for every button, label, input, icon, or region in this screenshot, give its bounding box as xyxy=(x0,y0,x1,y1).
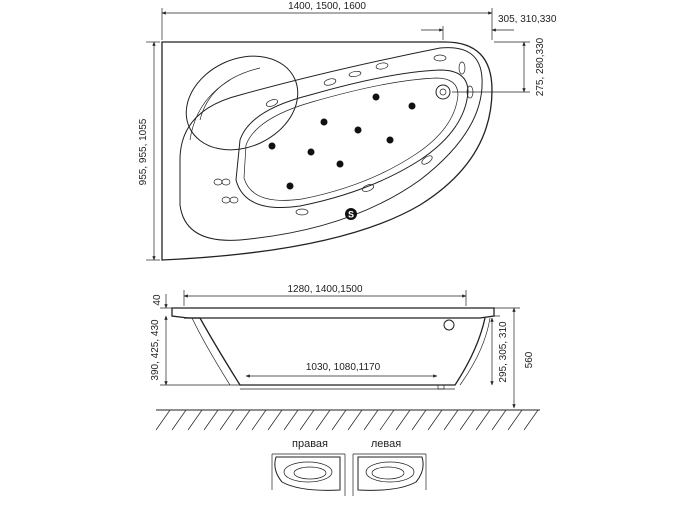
bottom-jets xyxy=(268,93,416,190)
left-label: левая xyxy=(371,438,401,450)
bowl-inner-shadow xyxy=(243,77,459,201)
bowl-outer xyxy=(179,47,483,241)
drain-symbol-circle xyxy=(345,208,357,220)
orientation-icons: правая левая xyxy=(271,438,427,496)
right-version-icon xyxy=(271,453,346,496)
drain-offset-x: 305, 310,330 xyxy=(498,14,557,25)
rim-dim: 40 xyxy=(152,294,163,306)
tub-body xyxy=(184,317,486,386)
headrest xyxy=(185,55,299,151)
right-height-dims: 295, 305, 310 xyxy=(498,321,509,383)
width-dims: 1400, 1500, 1600 xyxy=(288,1,366,12)
total-height-dim: 560 xyxy=(524,351,535,368)
tub-body-shade xyxy=(191,317,231,386)
side-overflow xyxy=(443,319,455,331)
floor-hatching xyxy=(155,409,539,431)
bowl-inner xyxy=(235,69,469,209)
left-version-icon xyxy=(352,453,427,496)
top-length-dims: 1280, 1400,1500 xyxy=(287,284,363,295)
tub-outline xyxy=(161,41,493,261)
tub-rim xyxy=(171,307,495,319)
left-height-dims: 390, 425, 430 xyxy=(150,319,161,381)
right-label: правая xyxy=(292,438,328,450)
overflow-ring xyxy=(435,84,451,100)
rim-jets xyxy=(213,54,474,216)
drain-symbol: S xyxy=(348,210,354,220)
depth-dims: 955, 955, 1055 xyxy=(138,118,149,185)
drain-offset-y: 275, 280,330 xyxy=(535,37,546,96)
headrest-shade xyxy=(199,67,261,121)
headrest-shade-2 xyxy=(189,79,231,141)
bottom-length-dims: 1030, 1080,1170 xyxy=(306,362,381,373)
tub-body-shade-right xyxy=(459,317,491,386)
overflow-center xyxy=(439,88,447,96)
plan-view: S 1400, 1500, 1600 305, 310,330 275, 280… xyxy=(138,1,557,261)
side-view: 1280, 1400,1500 1030, 1080,1170 40 390, … xyxy=(150,284,540,431)
